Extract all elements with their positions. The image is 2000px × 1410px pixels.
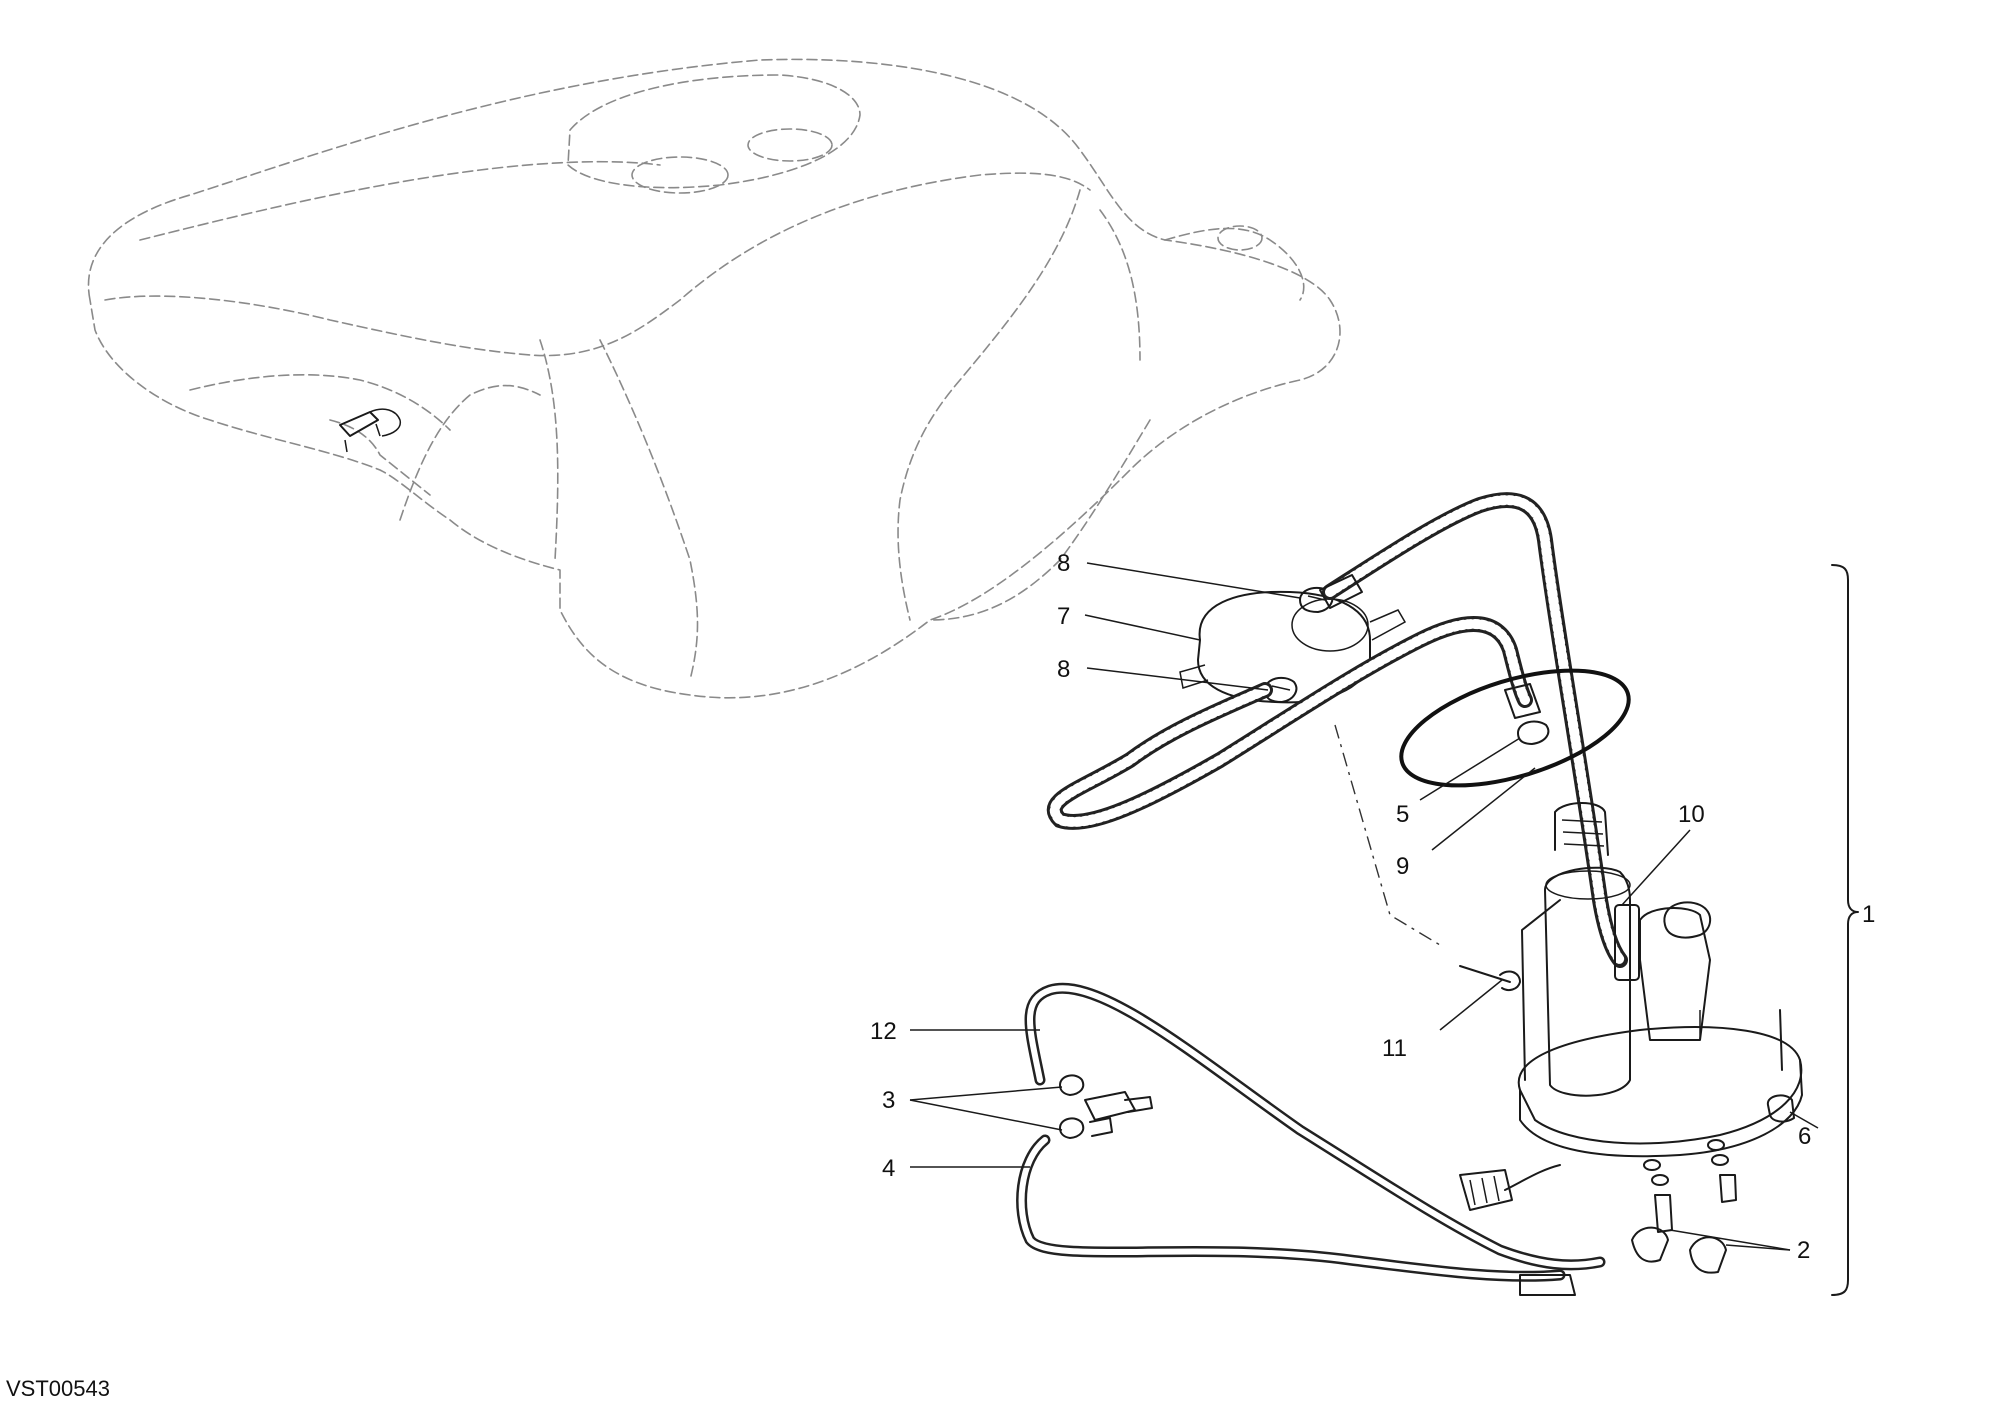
callout-2: 2 (1797, 1237, 1810, 1264)
callout-5: 5 (1396, 801, 1409, 828)
breather-hoses (1016, 982, 1606, 1296)
fuel-line-lower (1046, 616, 1541, 830)
o-ring (1399, 668, 1631, 788)
callout-3: 3 (882, 1087, 895, 1114)
reference-line (1334, 724, 1441, 946)
hose-clamp-lower (1264, 676, 1298, 703)
fuel-line-upper (1319, 492, 1628, 968)
callout-10: 10 (1678, 801, 1705, 828)
callout-6: 6 (1798, 1123, 1811, 1150)
callout-8-upper: 8 (1057, 550, 1070, 577)
group-bracket (1831, 564, 1859, 1296)
hose-clamps-and-t-fitting (1059, 1074, 1153, 1139)
callout-8-lower: 8 (1057, 656, 1070, 683)
callout-12: 12 (870, 1018, 897, 1045)
leader-lines (909, 562, 1819, 1251)
fuel-filter (1179, 590, 1407, 704)
callout-4: 4 (882, 1155, 895, 1182)
fuel-tank-outline (87, 58, 1341, 699)
mounting-screw (1459, 965, 1521, 991)
fuel-pump-assembly (1459, 802, 1803, 1211)
drawing-code: VST00543 (6, 1376, 110, 1401)
callout-1: 1 (1862, 901, 1875, 928)
callout-11: 11 (1382, 1035, 1407, 1062)
callout-7: 7 (1057, 603, 1070, 630)
hose-clamp-upper (1299, 586, 1334, 613)
washers-and-fittings (1631, 1139, 1737, 1274)
callout-9: 9 (1396, 853, 1409, 880)
retaining-clip (1517, 720, 1550, 745)
